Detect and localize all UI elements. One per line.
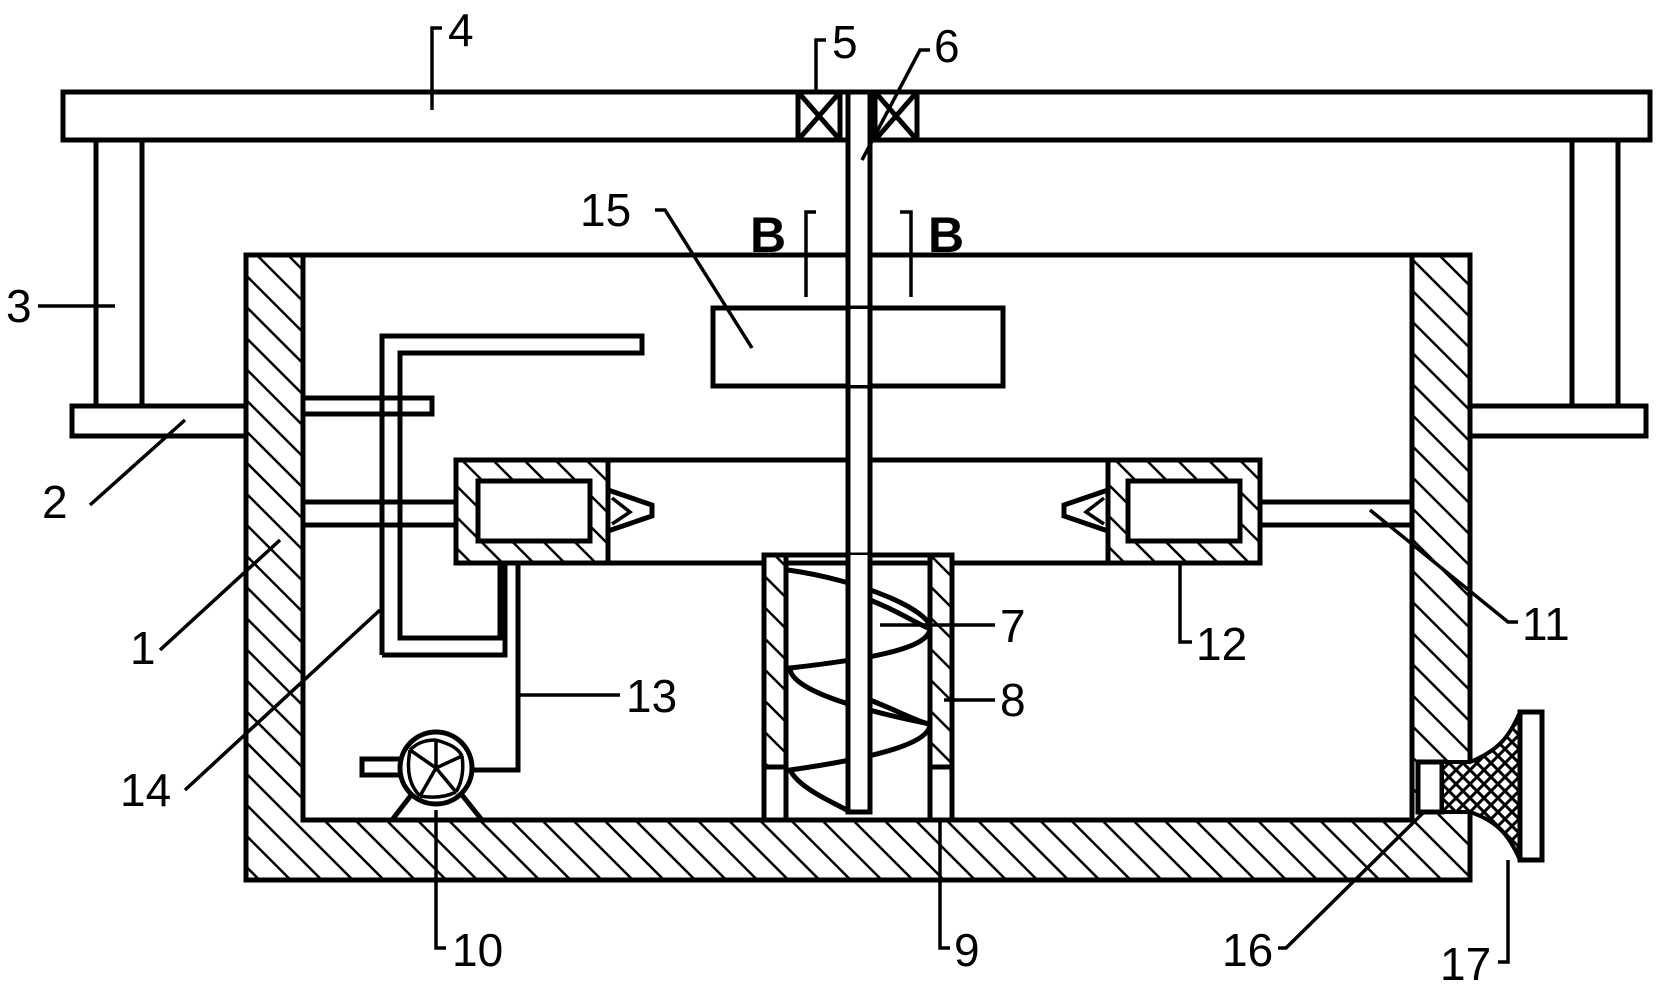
shaft-through-box <box>850 309 868 385</box>
label-13: 13 <box>626 670 677 722</box>
label-10: 10 <box>452 924 503 976</box>
pump <box>359 729 484 822</box>
support-column-left <box>93 137 145 409</box>
label-14: 14 <box>120 764 171 816</box>
label-16: 16 <box>1222 924 1273 976</box>
label-5: 5 <box>832 16 858 68</box>
section-letter-right: B <box>928 207 964 263</box>
mounting-plate-right <box>1467 403 1649 439</box>
bearing-left <box>795 89 843 143</box>
label-6: 6 <box>934 20 960 72</box>
label-8: 8 <box>1000 674 1026 726</box>
label-12: 12 <box>1196 618 1247 670</box>
cylinder-foot-right <box>927 764 955 823</box>
pipe-branch <box>303 395 435 417</box>
mounting-plate-left <box>69 403 249 439</box>
screw-blade <box>786 567 933 815</box>
label-7: 7 <box>1000 600 1026 652</box>
section-line-right <box>900 210 913 297</box>
pipe-loop <box>379 333 645 655</box>
cylinder-foot-left <box>761 764 789 823</box>
label-15: 15 <box>580 184 631 236</box>
leader-lines <box>38 26 1518 964</box>
label-11: 11 <box>1522 598 1570 650</box>
bearing-right <box>872 89 920 143</box>
label-4: 4 <box>448 4 474 56</box>
label-17: 17 <box>1440 938 1491 990</box>
cylinder-wall-right <box>927 552 955 770</box>
cylinder-wall-left <box>761 552 789 770</box>
nozzle-left-inner <box>610 496 633 526</box>
label-9: 9 <box>954 924 980 976</box>
label-2: 2 <box>42 476 68 528</box>
label-1: 1 <box>130 622 156 674</box>
support-rod-right <box>1260 499 1412 528</box>
support-column-right <box>1569 137 1621 409</box>
filter-plate <box>1517 709 1545 863</box>
section-line-left <box>804 210 816 297</box>
pipe-to-pump <box>382 560 521 773</box>
section-letter-left: B <box>750 207 786 263</box>
outlet-16 <box>1415 759 1445 815</box>
sprayer-chamber-left <box>475 478 593 544</box>
nozzle-right-inner <box>1083 496 1106 526</box>
shaft-lower-edges <box>845 555 873 815</box>
screw-blade-back <box>869 597 930 727</box>
sprayer-chamber-right <box>1125 478 1243 544</box>
shaft-over-screw <box>850 555 868 811</box>
label-3: 3 <box>6 280 32 332</box>
shaft-edges <box>845 308 873 386</box>
